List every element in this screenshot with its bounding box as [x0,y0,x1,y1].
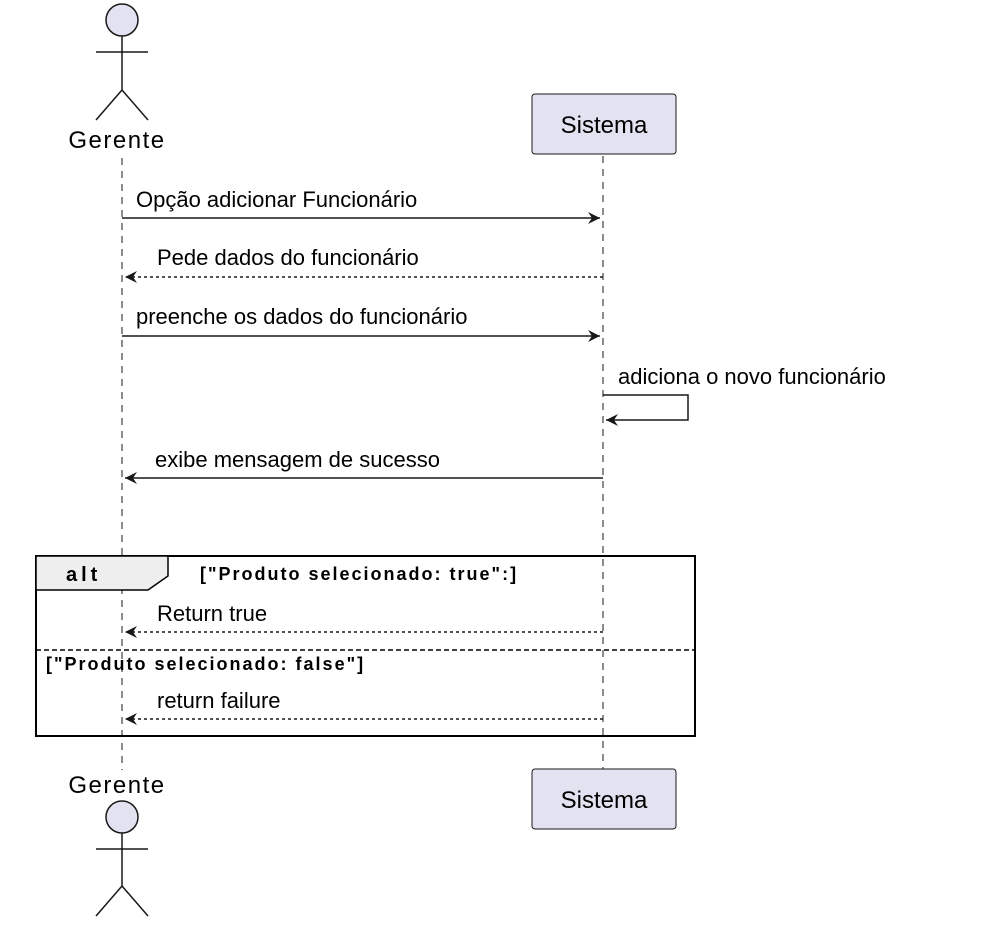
alt-keyword: alt [66,564,101,586]
message-label: preenche os dados do funcionário [136,304,467,329]
message-label: Opção adicionar Funcionário [136,187,417,212]
participant-sistema-top[interactable]: Sistema [531,93,677,155]
actor-gerente-top[interactable]: Gerente [68,3,165,154]
message-4-self: adiciona o novo funcionário [603,364,886,426]
actor-gerente-bottom[interactable]: Gerente [68,772,165,917]
message-label: return failure [157,688,281,713]
participant-label: Sistema [561,787,648,814]
alt-frame [35,555,696,737]
participant-box [531,768,677,830]
actor-label: Gerente [68,772,165,799]
participant-box [531,93,677,155]
actor-icon [95,800,149,917]
alt-tab [35,555,169,591]
participant-sistema-bottom[interactable]: Sistema [531,768,677,830]
actor-label: Gerente [68,127,165,154]
alt-fragment: alt ["Produto selecionado: true":] Retur… [35,555,696,737]
alt-guard-false: ["Produto selecionado: false"] [46,654,365,674]
message-label: Pede dados do funcionário [157,245,419,270]
message-5: exibe mensagem de sucesso [125,447,603,484]
message-label: Return true [157,601,267,626]
message-3: preenche os dados do funcionário [122,304,600,342]
message-1: Opção adicionar Funcionário [122,187,600,224]
message-2: Pede dados do funcionário [125,245,603,283]
alt-guard-true: ["Produto selecionado: true":] [200,564,518,584]
message-label: exibe mensagem de sucesso [155,447,440,472]
actor-icon [95,3,149,121]
participant-label: Sistema [561,112,648,139]
message-label: adiciona o novo funcionário [618,364,886,389]
